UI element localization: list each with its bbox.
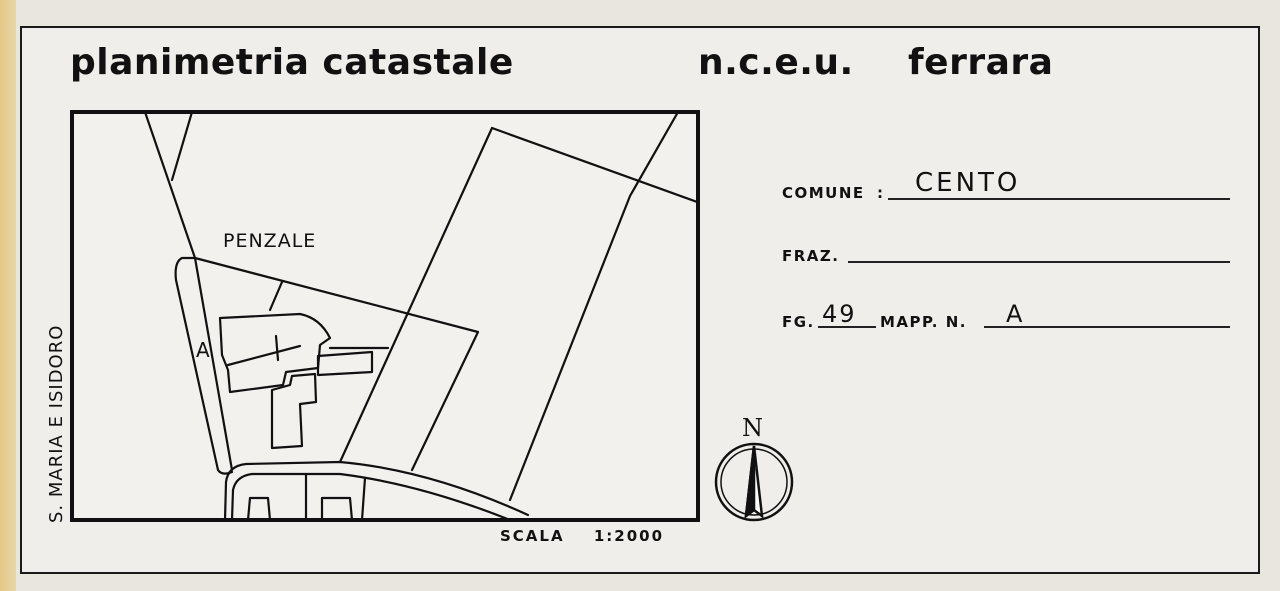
fraz-label: FRAZ.	[782, 247, 840, 265]
comune-field[interactable]	[888, 198, 1230, 200]
title-nceu: n.c.e.u.	[698, 42, 854, 83]
comune-value: CENTO	[915, 168, 1021, 198]
parcel-boundary	[174, 256, 234, 475]
title-planimetria: planimetria catastale	[70, 42, 514, 83]
parcel-boundary	[268, 280, 284, 312]
access-line	[274, 334, 280, 362]
paper-edge-strip	[0, 0, 16, 591]
building	[316, 350, 374, 377]
locality-label: PENZALE	[223, 230, 317, 252]
fg-value: 49	[822, 300, 857, 328]
building	[270, 372, 318, 450]
road-line	[361, 476, 367, 518]
scale-label: SCALA	[500, 527, 565, 545]
building	[320, 496, 353, 518]
road-line	[230, 472, 508, 518]
north-letter: N	[742, 414, 763, 442]
fraz-field[interactable]	[848, 261, 1230, 263]
mapp-label: MAPP. N.	[880, 313, 967, 331]
map-scale: SCALA 1:2000	[500, 527, 664, 545]
north-arrow-icon: N	[712, 414, 796, 524]
map-drawing	[144, 114, 696, 518]
road-line	[223, 460, 530, 518]
title-city: ferrara	[908, 42, 1054, 83]
field-line	[508, 114, 679, 502]
road-line	[170, 114, 193, 182]
field-line	[490, 126, 696, 203]
building	[218, 312, 332, 394]
parcel-marker: A	[196, 338, 210, 362]
mapp-value: A	[1006, 300, 1023, 328]
parcel-boundary	[193, 256, 480, 472]
mapp-field[interactable]	[984, 326, 1230, 328]
cadastral-map	[70, 110, 700, 522]
fg-label: FG.	[782, 313, 815, 331]
access-line	[226, 344, 302, 367]
fg-field[interactable]	[818, 326, 876, 328]
comune-label: COMUNE	[782, 184, 865, 202]
parcel-boundary	[193, 256, 234, 472]
compass-rose-icon	[714, 442, 794, 522]
road-line	[144, 114, 197, 260]
field-line	[338, 126, 494, 464]
scale-value: 1:2000	[593, 527, 665, 545]
road-label: S. MARIA E ISIDORO	[46, 324, 67, 523]
building	[247, 496, 271, 518]
